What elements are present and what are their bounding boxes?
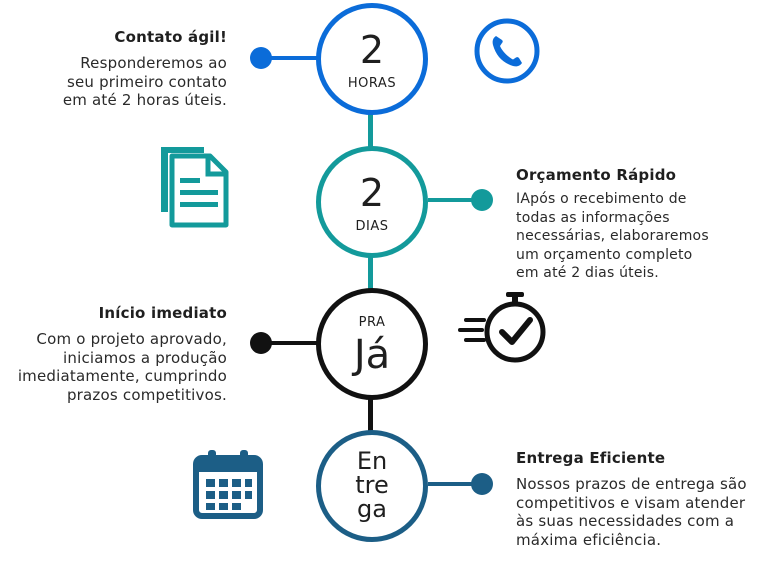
step-2-big: 2: [359, 171, 385, 215]
step-1-title: Contato ágil!: [114, 28, 227, 46]
step-1-dot: [250, 47, 272, 69]
step-1-circle: 2 HORAS: [316, 3, 428, 115]
step-1-small: HORAS: [347, 76, 397, 91]
calendar-icon: [193, 450, 263, 519]
step-2-circle: 2 DIAS: [316, 146, 428, 258]
stopwatch-check-icon: [458, 292, 546, 363]
step-3-text: Com o projeto aprovado, iniciamos a prod…: [17, 330, 227, 404]
document-icon: [161, 147, 229, 228]
step-4-text: Nossos prazos de entrega são competitivo…: [516, 475, 747, 549]
step-2-dot: [471, 189, 493, 211]
step-4-dot: [471, 473, 493, 495]
step-2-text: IApós o recebimento de todas as informaç…: [516, 191, 709, 281]
step-2-small: DIAS: [355, 219, 389, 234]
step-4-circle: En tre ga: [316, 430, 428, 542]
step-4-line-1: En: [356, 447, 388, 475]
timeline-segment-1: [368, 112, 373, 150]
step-3-dot: [250, 332, 272, 354]
step-2-title: Orçamento Rápido: [516, 166, 677, 184]
step-1-text: Responderemos ao seu primeiro contato em…: [62, 54, 227, 109]
step-2-connector: [428, 198, 482, 202]
timeline-segment-2: [368, 254, 373, 292]
step-4-connector: [428, 482, 482, 486]
phone-icon: [474, 18, 540, 84]
step-4-line-2: tre: [355, 471, 389, 499]
step-4-line-3: ga: [357, 495, 387, 523]
timeline-segment-3: [368, 398, 373, 432]
step-3-small: PRA: [358, 315, 386, 330]
step-4-title: Entrega Eficiente: [516, 449, 666, 467]
step-1-connector: [262, 56, 322, 60]
step-3-circle: PRA Já: [316, 288, 428, 400]
step-3-big: Já: [353, 332, 391, 378]
step-3-title: Início imediato: [98, 304, 227, 322]
step-1-big: 2: [359, 28, 385, 72]
step-3-connector: [262, 341, 322, 345]
